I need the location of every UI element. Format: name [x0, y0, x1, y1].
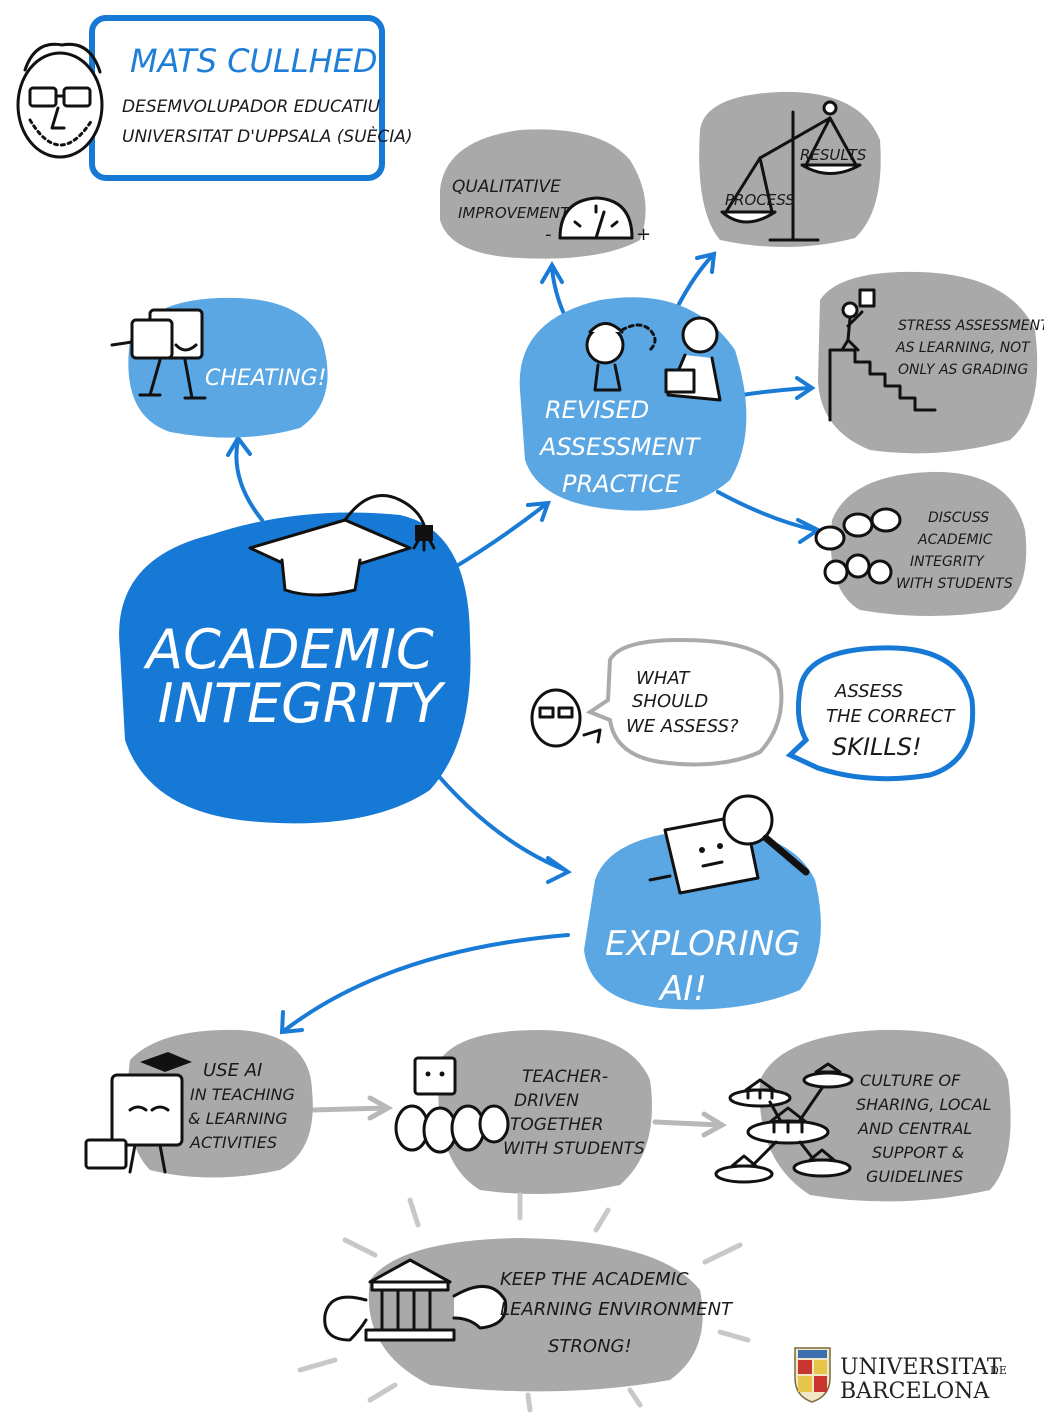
institutions-network-icon [714, 1062, 854, 1184]
use-ai-line-1: USE AI [203, 1060, 262, 1081]
graduation-cap-icon [248, 494, 436, 597]
discuss-node: DISCUSS ACADEMIC INTEGRITY WITH STUDENTS [814, 471, 1027, 616]
staircase-icon [828, 288, 937, 422]
question-bubble [585, 637, 784, 767]
logo-line-2: BARCELONA [840, 1379, 990, 1404]
cheating-node: CHEATING! [110, 297, 328, 438]
stress-line-3: ONLY AS GRADING [898, 362, 1028, 378]
scale-process: PROCESS [725, 191, 795, 209]
answer-line-2: THE CORRECT [826, 706, 956, 727]
answer-bubble [785, 645, 976, 782]
gauge-minus: - [545, 224, 552, 245]
computer-magnifier-icon [648, 794, 810, 895]
question-line-1: WHAT [636, 668, 691, 689]
teacher-line-1: TEACHER- [522, 1067, 608, 1087]
stress-blob [818, 271, 1038, 454]
stress-line-1: STRESS ASSESSMENT [898, 318, 1044, 334]
computer-masked-icon [110, 308, 207, 400]
qualitative-node: QUALITATIVE IMPROVEMENT - + [440, 129, 651, 259]
stress-node: STRESS ASSESSMENT AS LEARNING, NOT ONLY … [818, 271, 1044, 454]
discuss-line-1: DISCUSS [928, 510, 989, 526]
strong-building-icon [323, 1258, 508, 1342]
revised-assessment-node: REVISED ASSESSMENT PRACTICE [519, 297, 747, 511]
revised-line-1: REVISED [545, 396, 649, 424]
keep-blob [368, 1238, 703, 1392]
answer-line-1: ASSESS [834, 681, 903, 702]
exploring-ai-node: EXPLORING AI! [584, 794, 821, 1010]
flow-arrows [309, 1095, 727, 1138]
exploring-blob [584, 829, 821, 1010]
central-blob [119, 512, 471, 824]
question-line-2: SHOULD [632, 691, 708, 712]
cheating-label: CHEATING! [205, 366, 327, 391]
crowd-computer-icon [394, 1056, 510, 1154]
revised-line-2: ASSESSMENT [538, 433, 702, 461]
use-ai-line-2: IN TEACHING [190, 1085, 295, 1104]
speaker-header: MATS CULLHED DESEMVOLUPADOR EDUCATIU UNI… [16, 15, 413, 181]
speaker-role-2: UNIVERSITAT D'UPPSALA (SUÈCIA) [122, 125, 413, 147]
revised-line-3: PRACTICE [562, 470, 681, 498]
discuss-line-3: INTEGRITY [910, 554, 985, 570]
answer-line-3: SKILLS! [832, 733, 922, 761]
speaker-portrait-icon [16, 42, 104, 159]
students-bubbles-icon [814, 507, 902, 585]
exploring-line-2: AI! [658, 969, 707, 1009]
use-ai-line-3: & LEARNING [188, 1109, 288, 1128]
logo-line-1: UNIVERSITAT [840, 1355, 1002, 1380]
keep-line-3: STRONG! [548, 1336, 632, 1357]
teacher-driven-node: TEACHER- DRIVEN TOGETHER WITH STUDENTS [394, 1030, 652, 1194]
keep-line-2: LEARNING ENVIRONMENT [500, 1299, 734, 1320]
gauge-plus: + [636, 224, 651, 245]
revised-blob [519, 297, 747, 511]
university-shield-icon [794, 1347, 831, 1403]
teacher-line-4: WITH STUDENTS [503, 1139, 645, 1159]
exploring-line-1: EXPLORING [605, 924, 800, 964]
speaker-name: MATS CULLHED [130, 42, 378, 80]
central-title-1: ACADEMIC [143, 618, 434, 681]
culture-line-5: GUIDELINES [866, 1167, 963, 1186]
question-line-3: WE ASSESS? [626, 716, 739, 737]
discuss-line-2: ACADEMIC [917, 532, 993, 548]
question-answer: WHAT SHOULD WE ASSESS? ASSESS THE CORREC… [530, 637, 976, 782]
teacher-line-2: DRIVEN [514, 1091, 579, 1111]
culture-line-3: AND CENTRAL [857, 1119, 972, 1138]
use-ai-node: USE AI IN TEACHING & LEARNING ACTIVITIES [84, 1029, 313, 1178]
teacher-line-3: TOGETHER [510, 1115, 603, 1135]
culture-node: CULTURE OF SHARING, LOCAL AND CENTRAL SU… [714, 1029, 1011, 1202]
central-title-2: INTEGRITY [158, 672, 447, 735]
culture-line-4: SUPPORT & [872, 1143, 964, 1162]
radiating-lines [297, 1192, 751, 1413]
culture-line-1: CULTURE OF [860, 1071, 961, 1090]
speaker-role-1: DESEMVOLUPADOR EDUCATIU [122, 97, 381, 117]
balance-scale-icon [720, 100, 862, 242]
academic-integrity-node: ACADEMIC INTEGRITY [119, 494, 471, 824]
stress-line-2: AS LEARNING, NOT [895, 340, 1031, 356]
keep-line-1: KEEP THE ACADEMIC [500, 1269, 689, 1290]
culture-line-2: SHARING, LOCAL [856, 1095, 992, 1114]
scale-node: PROCESS RESULTS [699, 91, 881, 248]
keep-strong-node: KEEP THE ACADEMIC LEARNING ENVIRONMENT S… [297, 1192, 751, 1413]
discuss-line-4: WITH STUDENTS [896, 576, 1013, 592]
speaker-small-icon [530, 688, 602, 748]
gauge-icon [558, 196, 634, 240]
connector-arrows [226, 251, 822, 1035]
scale-results: RESULTS [800, 146, 867, 164]
logo-line-1-suffix: DE [990, 1364, 1007, 1377]
university-logo: UNIVERSITAT DE BARCELONA [794, 1347, 1007, 1404]
qualitative-line-2: IMPROVEMENT [458, 204, 571, 222]
qualitative-line-1: QUALITATIVE [452, 177, 561, 197]
teacher-blob [438, 1030, 652, 1194]
computer-graduate-icon [84, 1052, 192, 1174]
use-ai-line-4: ACTIVITIES [189, 1133, 277, 1152]
inspectors-icon [585, 316, 722, 402]
